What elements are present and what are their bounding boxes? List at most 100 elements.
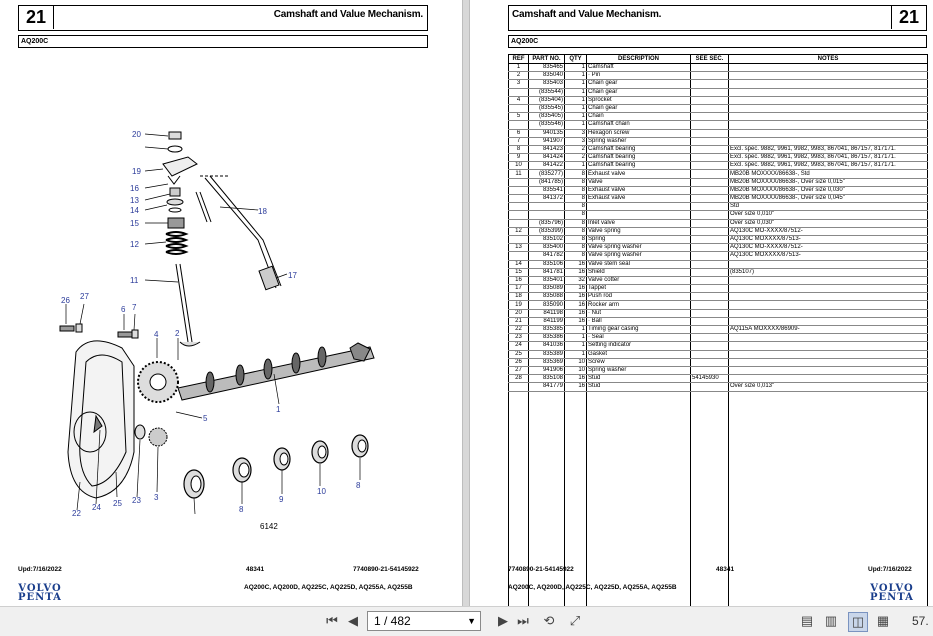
table-cell-qty: 1 <box>564 350 587 359</box>
table-cell-part: (835277) <box>528 169 565 179</box>
table-cell-ref: 27 <box>508 366 529 376</box>
table-cell-part: 835102 <box>528 235 565 245</box>
table-cell-see <box>690 309 729 318</box>
table-cell-part: 841198 <box>528 309 565 318</box>
footer-ref: 7740890-21-54145922 <box>508 566 574 573</box>
table-cell-desc: Camshaft bearing <box>586 161 691 171</box>
table-cell-desc: Exhaust valve <box>586 169 691 179</box>
footer-ref: 7740890-21-54145922 <box>353 566 419 573</box>
table-cell-part: 835401 <box>528 276 565 286</box>
callout-label: 17 <box>288 271 297 280</box>
table-cell-notes: AQ130C MO-XXXX/87512- <box>728 243 928 253</box>
table-cell-ref: 13 <box>508 243 529 253</box>
table-cell-part: 841036 <box>528 341 565 351</box>
table-cell-see <box>690 169 729 179</box>
table-cell-qty: 16 <box>564 309 587 318</box>
table-cell-empty <box>690 391 729 606</box>
single-page-icon[interactable]: ▤ <box>800 613 814 628</box>
last-page-icon[interactable]: ⏭ <box>517 613 529 628</box>
table-cell-see <box>690 366 729 376</box>
table-cell-part: 835369 <box>528 358 565 367</box>
table-cell-part: 835386 <box>528 333 565 343</box>
table-cell-qty: 16 <box>564 284 587 294</box>
table-cell-ref: 19 <box>508 300 529 310</box>
table-cell-desc: Valve spring <box>586 227 691 236</box>
table-cell-see <box>690 178 729 187</box>
page-number-field[interactable]: 1 / 482 ▼ <box>367 611 481 631</box>
page-indicator: 1 / 482 <box>374 614 411 628</box>
table-cell-notes: MB20B MOXXXX/86638-, Over size 0,045" <box>728 194 928 204</box>
table-cell-see <box>690 317 729 327</box>
table-cell-notes <box>728 317 928 327</box>
table-cell-see <box>690 219 729 228</box>
table-cell-notes: Over size 0,013" <box>728 382 928 392</box>
double-page-icon[interactable]: ▥ <box>824 613 838 628</box>
continuous-icon[interactable]: ▦ <box>876 613 890 628</box>
rotate-icon[interactable]: ⟲ <box>543 613 555 628</box>
table-cell-desc: Stud <box>586 374 691 384</box>
table-cell-qty: 1 <box>564 71 587 81</box>
table-cell-see <box>690 292 729 302</box>
table-cell-part: 941907 <box>528 137 565 146</box>
facing-pages-icon[interactable]: ◫ <box>848 612 868 632</box>
callout-label: 12 <box>130 240 139 249</box>
table-cell-part: 841781 <box>528 268 565 277</box>
table-cell-ref: 8 <box>508 145 529 155</box>
table-cell-notes: AQ130C MO-XXXX/87512- <box>728 227 928 236</box>
table-cell-see <box>690 358 729 367</box>
page-header: Camshaft and Value Mechanism. 21 <box>508 5 927 31</box>
callout-label: 14 <box>130 206 139 215</box>
chevron-down-icon[interactable]: ▼ <box>467 616 476 626</box>
table-cell-ref: 28 <box>508 374 529 384</box>
col-description: DESCRIPTION <box>586 54 691 64</box>
table-cell-see <box>690 276 729 286</box>
footer-code: 48341 <box>716 566 735 573</box>
zoom-level[interactable]: 57. <box>912 614 929 628</box>
table-cell-ref <box>508 382 529 392</box>
callout-label: 18 <box>258 207 267 216</box>
table-cell-empty <box>564 391 587 606</box>
next-page-icon[interactable]: ▶ <box>498 613 508 628</box>
fit-icon[interactable]: ⤢ <box>569 613 581 628</box>
table-cell-desc: Camshaft bearing <box>586 153 691 163</box>
table-cell-see <box>690 88 729 97</box>
table-cell-ref: 7 <box>508 137 529 146</box>
table-cell-see <box>690 260 729 269</box>
table-cell-ref: 18 <box>508 292 529 302</box>
table-cell-notes <box>728 366 928 376</box>
table-cell-notes <box>728 129 928 138</box>
table-cell-see <box>690 161 729 171</box>
prev-page-icon[interactable]: ◀ <box>348 613 358 628</box>
table-cell-part: 841423 <box>528 145 565 155</box>
first-page-icon[interactable]: ⏮ <box>326 613 338 628</box>
table-cell-desc: Screw <box>586 358 691 367</box>
table-cell-qty: 1 <box>564 79 587 89</box>
col-ref: REF <box>508 54 529 64</box>
table-cell-qty: 10 <box>564 358 587 367</box>
table-cell-see <box>690 202 729 212</box>
table-cell-part: 940135 <box>528 129 565 138</box>
callout-label: 4 <box>154 330 159 339</box>
table-cell-desc: Tappet <box>586 284 691 294</box>
col-notes: NOTES <box>728 54 928 64</box>
left-page: 21 Camshaft and Value Mechanism. AQ200C <box>0 0 462 606</box>
table-cell-qty: 1 <box>564 104 587 114</box>
table-cell-ref <box>508 251 529 261</box>
table-cell-ref: 26 <box>508 358 529 367</box>
table-cell-notes <box>728 292 928 302</box>
table-cell-ref: 14 <box>508 260 529 269</box>
parts-table: REF PART NO. QTY DESCRIPTION SEE SEC. NO… <box>508 54 928 606</box>
models-line: AQ200C, AQ200D, AQ225C, AQ225D, AQ255A, … <box>508 584 677 591</box>
table-cell-ref: 4 <box>508 96 529 105</box>
